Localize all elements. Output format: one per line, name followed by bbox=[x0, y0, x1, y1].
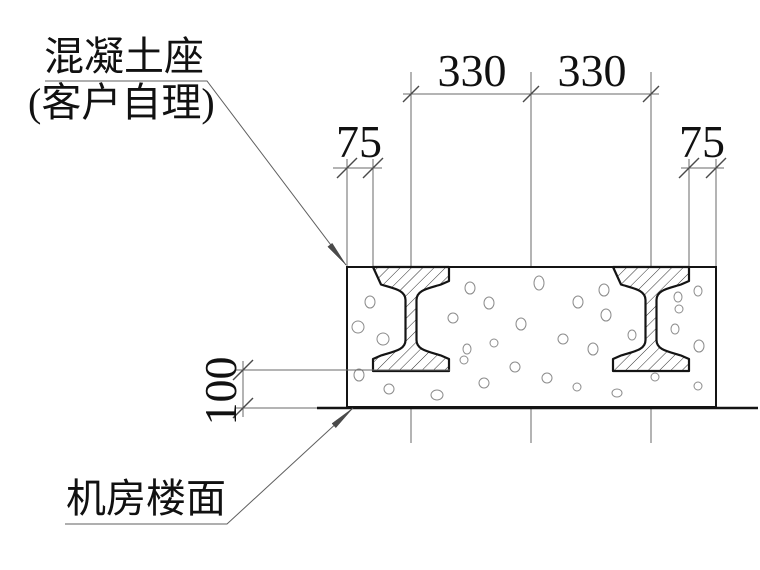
dim-tick bbox=[678, 157, 700, 179]
aggregate-dot bbox=[533, 275, 545, 291]
aggregate-dot bbox=[572, 295, 584, 309]
aggregate-dot bbox=[572, 382, 582, 392]
aggregate-dot bbox=[627, 329, 637, 341]
aggregate-dot bbox=[557, 333, 569, 345]
aggregate-dot bbox=[353, 368, 365, 382]
i-beam-left bbox=[371, 265, 451, 373]
floor-label: 机房楼面 bbox=[66, 476, 226, 521]
dim-tick bbox=[522, 85, 540, 103]
leader-arrowhead-icon bbox=[331, 407, 354, 429]
aggregate-dot bbox=[598, 283, 610, 297]
aggregate-dot bbox=[541, 372, 553, 384]
aggregate-dot bbox=[670, 323, 680, 335]
dim-tick bbox=[642, 85, 660, 103]
aggregate-dot bbox=[674, 304, 684, 314]
aggregate-dot bbox=[383, 383, 395, 395]
dim-label-330-left: 330 bbox=[438, 45, 507, 96]
aggregate-dot bbox=[489, 338, 499, 348]
aggregate-dot bbox=[587, 342, 599, 356]
aggregate-dot bbox=[693, 339, 705, 353]
aggregate-dot bbox=[600, 308, 612, 322]
dim-tick bbox=[362, 157, 384, 179]
dim-tick bbox=[705, 157, 727, 179]
aggregate-dot bbox=[459, 355, 469, 365]
concrete-base-label-line2: (客户自理) bbox=[28, 80, 215, 125]
leader-concrete-base: 混凝土座 (客户自理) bbox=[28, 34, 347, 266]
dim-label-330-right: 330 bbox=[558, 45, 627, 96]
aggregate-dot bbox=[447, 312, 459, 324]
dim-label-75-left: 75 bbox=[336, 116, 382, 167]
aggregate-dot bbox=[515, 317, 527, 331]
dim-beam-spacing: 330 330 bbox=[402, 45, 660, 443]
aggregate-dot bbox=[376, 332, 390, 346]
leader-floor: 机房楼面 bbox=[65, 407, 354, 525]
aggregate-dot bbox=[464, 281, 476, 295]
dim-label-100: 100 bbox=[195, 357, 246, 426]
aggregate-dot bbox=[462, 343, 472, 355]
aggregate-dot bbox=[611, 388, 623, 398]
aggregate-dot bbox=[351, 320, 365, 334]
dim-tick bbox=[232, 359, 254, 381]
aggregate-dot bbox=[693, 285, 703, 297]
aggregate-dot bbox=[509, 361, 521, 373]
dim-tick bbox=[336, 157, 358, 179]
leader-arrowhead-icon bbox=[327, 242, 347, 266]
dim-tick bbox=[232, 397, 254, 419]
aggregate-dot bbox=[430, 389, 444, 401]
dim-edge-right: 75 bbox=[678, 116, 727, 267]
leader-line bbox=[65, 407, 354, 525]
dim-label-75-right: 75 bbox=[679, 116, 725, 167]
i-beam-right bbox=[611, 265, 691, 373]
aggregate-dot bbox=[478, 377, 490, 389]
concrete-base-label-line1: 混凝土座 bbox=[44, 34, 204, 79]
dim-edge-left: 75 bbox=[333, 116, 384, 267]
aggregate-dot bbox=[364, 295, 376, 309]
aggregate-dot bbox=[693, 381, 703, 391]
dim-embed-depth: 100 bbox=[195, 357, 450, 426]
aggregate-dots bbox=[351, 275, 705, 401]
dim-tick bbox=[402, 85, 420, 103]
aggregate-dot bbox=[483, 296, 495, 310]
aggregate-dot bbox=[650, 372, 660, 382]
leader-line bbox=[45, 80, 347, 266]
aggregate-dot bbox=[673, 291, 683, 303]
